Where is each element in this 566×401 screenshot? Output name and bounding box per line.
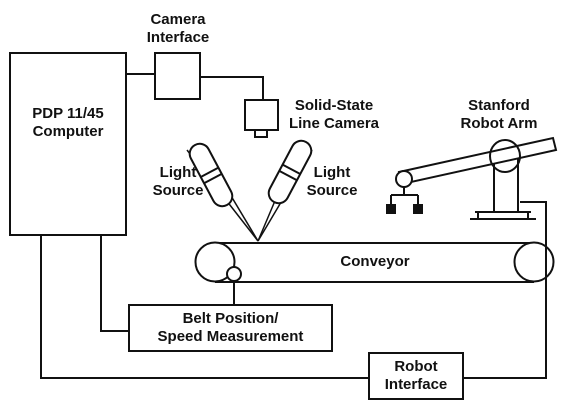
camera-interface-label-line2: Interface (146, 29, 210, 46)
link-interface-camera (200, 76, 264, 100)
robot-arm-icon (386, 136, 558, 220)
link-interface-robot-arm (463, 201, 547, 379)
computer-box (9, 52, 127, 236)
conveyor-label: Conveyor (320, 253, 430, 271)
light-source-left-icon (188, 142, 234, 208)
conveyor-belt (194, 241, 555, 283)
conveyor-label-text: Conveyor (340, 253, 410, 270)
belt-measurement-box (128, 304, 333, 352)
light-source-right-label: Light Source (300, 164, 364, 200)
line-camera-icon (244, 99, 279, 138)
camera-interface-label: Camera Interface (131, 11, 225, 47)
robot-arm-label: Stanford Robot Arm (451, 97, 547, 133)
computer-label-line1: PDP 11/45 (32, 105, 104, 122)
line-camera-label-line1: Solid-State (294, 97, 374, 114)
link-computer-robot-interface (40, 235, 369, 379)
line-camera-label-line2: Line Camera (288, 115, 380, 132)
line-camera-label: Solid-State Line Camera (280, 97, 388, 133)
robot-interface-label-line1: Robot (394, 358, 438, 375)
camera-interface-box (154, 52, 201, 100)
light-source-right-icon (267, 139, 313, 205)
robot-arm-label-line1: Stanford (468, 97, 530, 114)
belt-measurement-label-line1: Belt Position/ (182, 310, 279, 327)
light-source-left-label: Light Source (146, 164, 210, 200)
robot-arm-label-line2: Robot Arm (460, 115, 538, 132)
computer-label: PDP 11/45 Computer (14, 105, 122, 141)
light-source-right-label-line1: Light (313, 164, 351, 181)
computer-label-line2: Computer (32, 123, 104, 140)
robot-interface-label: Robot Interface (371, 358, 461, 394)
robot-interface-box (368, 352, 464, 400)
camera-interface-label-line1: Camera (150, 11, 206, 28)
belt-measurement-label: Belt Position/ Speed Measurement (131, 310, 330, 346)
belt-measurement-label-line2: Speed Measurement (157, 328, 304, 345)
light-source-right-label-line2: Source (306, 182, 358, 199)
light-source-left-label-line2: Source (152, 182, 204, 199)
robot-interface-label-line2: Interface (384, 376, 448, 393)
link-computer-belt-measure (100, 235, 129, 332)
light-source-left-label-line1: Light (159, 164, 197, 181)
